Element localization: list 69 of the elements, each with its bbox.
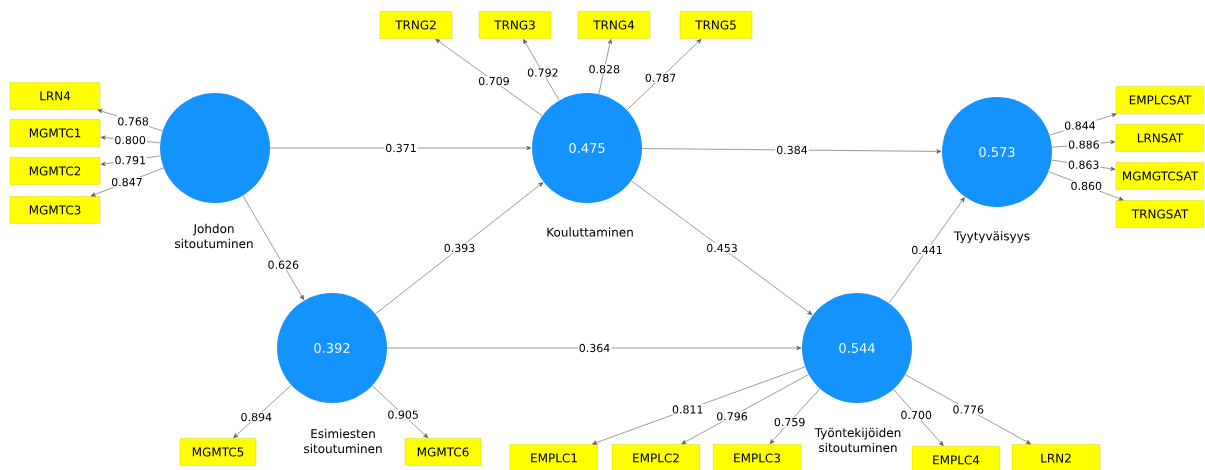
- path-coefficient: 0.811: [671, 404, 705, 415]
- construct-name: Tyytyväisyys: [954, 231, 1030, 243]
- path-coefficient: 0.847: [110, 176, 144, 188]
- indicator-box: TRNG2: [379, 11, 453, 39]
- arrow: [626, 38, 702, 111]
- arrow: [233, 384, 292, 439]
- construct-name: Esimiesten sitoutuminen: [304, 428, 382, 454]
- indicator-box: LRN2: [1011, 444, 1101, 470]
- construct-name: Työntekijöiden sitoutuminen: [814, 427, 901, 453]
- indicator-box: MGMTC2: [9, 157, 101, 185]
- path-coefficient: 0.759: [772, 416, 807, 428]
- indicator-box: TRNG4: [577, 11, 651, 39]
- indicator-box: EMPLC4: [911, 446, 1001, 470]
- path-coefficient: 0.453: [705, 242, 739, 254]
- path-coefficient: 0.700: [899, 409, 933, 421]
- arrow: [523, 39, 560, 101]
- arrow: [905, 374, 1031, 445]
- path-coefficient: 0.796: [715, 411, 749, 422]
- arrow: [269, 145, 532, 151]
- arrow: [631, 180, 813, 315]
- construct-circle: [160, 93, 270, 203]
- indicator-box: LRN4: [9, 82, 101, 110]
- indicator-box: EMPLCSAT: [1115, 86, 1205, 114]
- path-coefficient: 0.791: [113, 155, 148, 166]
- path-coefficient: 0.364: [577, 342, 612, 354]
- indicator-box: MGMTC3: [9, 196, 101, 224]
- indicator-box: MGMGTCSAT: [1115, 162, 1205, 190]
- path-coefficient: 0.828: [587, 64, 622, 75]
- path-coefficient: 0.768: [116, 116, 150, 127]
- path-coefficient: 0.709: [477, 75, 511, 87]
- construct-name: Kouluttaminen: [547, 227, 633, 237]
- arrow: [888, 197, 965, 304]
- arrow: [681, 374, 809, 445]
- path-coefficient: 0.792: [526, 67, 560, 78]
- arrow: [375, 182, 544, 315]
- path-coefficient: 0.860: [1069, 180, 1104, 192]
- arrow: [598, 39, 612, 95]
- arrow: [242, 195, 305, 300]
- arrow: [372, 385, 429, 439]
- path-coefficient: 0.626: [266, 259, 301, 270]
- path-coefficient: 0.393: [442, 242, 477, 254]
- indicator-box: TRNGSAT: [1115, 200, 1205, 228]
- indicator-box: MGMTC5: [179, 438, 257, 466]
- path-coefficient: 0.800: [113, 134, 147, 146]
- path-coefficient: 0.371: [384, 142, 418, 154]
- arrow: [435, 38, 543, 117]
- indicator-box: EMPLC2: [611, 444, 701, 470]
- indicator-box: MGMTC1: [9, 119, 101, 147]
- path-coefficient: 0.886: [1067, 139, 1101, 150]
- arrow: [592, 366, 806, 445]
- arrow: [386, 345, 802, 351]
- construct-name: Johdon sitoutuminen: [175, 223, 253, 249]
- indicator-box: EMPLC1: [509, 444, 599, 470]
- indicator-box: MGMTC6: [404, 438, 482, 466]
- path-coefficient: 0.776: [951, 404, 986, 415]
- path-coefficient: 0.894: [239, 411, 274, 423]
- indicator-box: EMPLC3: [712, 444, 802, 470]
- indicator-box: TRNG3: [478, 11, 552, 39]
- path-coefficient: 0.905: [386, 409, 420, 420]
- path-coefficient: 0.787: [643, 72, 678, 83]
- path-coefficient: 0.844: [1063, 120, 1097, 131]
- arrow: [893, 389, 944, 446]
- path-coefficient: 0.384: [775, 144, 809, 156]
- path-coefficient: 0.863: [1066, 159, 1101, 170]
- indicator-box: LRNSAT: [1115, 124, 1205, 152]
- path-coefficient: 0.441: [910, 244, 944, 256]
- arrow: [641, 148, 942, 154]
- arrow: [769, 388, 821, 444]
- indicator-box: TRNG5: [679, 11, 753, 39]
